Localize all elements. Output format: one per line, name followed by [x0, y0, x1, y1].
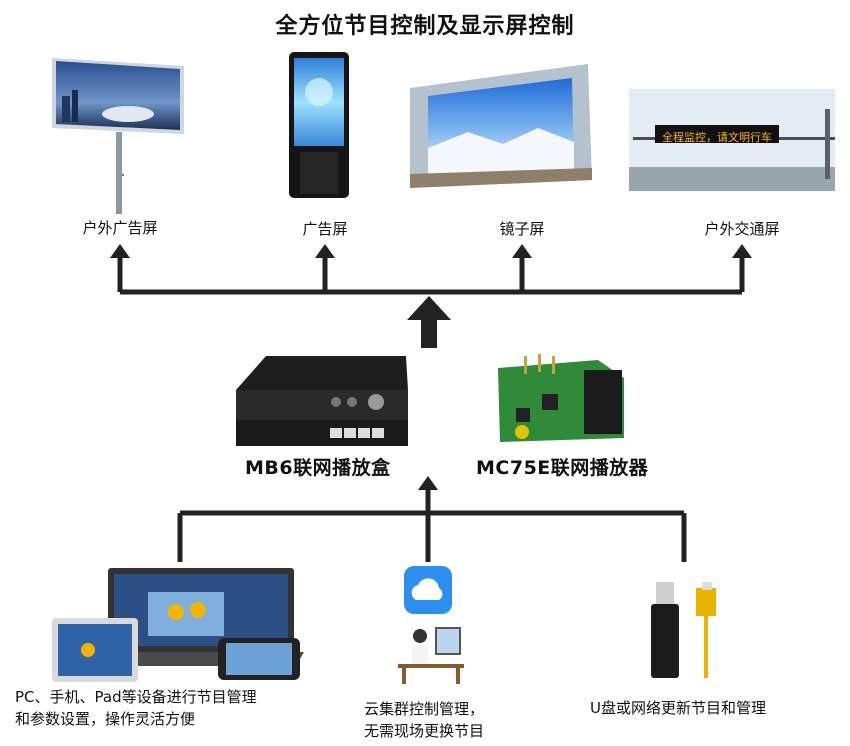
usb-network-image — [651, 582, 716, 678]
standing-ad-display-image — [289, 52, 349, 198]
label-outdoor-ad-screen: 户外广告屏 — [82, 219, 158, 237]
label-usb-line1: U盘或网络更新节目和管理 — [590, 699, 766, 717]
label-cloud-cluster-management: 云集群控制管理， 无需现场更换节目 — [364, 698, 484, 742]
outdoor-billboard-image — [52, 58, 184, 214]
label-mc75e-player: MC75E联网播放器 — [476, 457, 649, 479]
label-pc-line1: PC、手机、Pad等设备进行节目管理 — [15, 688, 257, 706]
label-mb6-player-box: MB6联网播放盒 — [245, 457, 391, 479]
mirror-screen-image — [410, 64, 592, 188]
cloud-control-image — [398, 566, 464, 684]
label-usb-network-update: U盘或网络更新节目和管理 — [590, 697, 766, 719]
label-pc-line2: 和参数设置，操作灵活方便 — [15, 710, 196, 728]
label-pc-phone-pad-management: PC、手机、Pad等设备进行节目管理 和参数设置，操作灵活方便 — [15, 686, 257, 730]
label-ad-screen: 广告屏 — [302, 220, 348, 238]
outdoor-traffic-screen-image — [629, 89, 835, 191]
label-cloud-line2: 无需现场更换节目 — [364, 722, 485, 740]
mb6-player-box-image — [236, 356, 408, 446]
mc75e-player-board-image — [498, 354, 624, 442]
pc-tablet-phone-image — [52, 568, 304, 682]
label-outdoor-traffic-screen: 户外交通屏 — [704, 220, 780, 238]
traffic-sign-text: 全程监控，请文明行车 — [662, 131, 772, 144]
page-title: 全方位节目控制及显示屏控制 — [275, 14, 575, 39]
label-cloud-line1: 云集群控制管理， — [364, 700, 485, 718]
label-mirror-screen: 镜子屏 — [499, 220, 545, 238]
